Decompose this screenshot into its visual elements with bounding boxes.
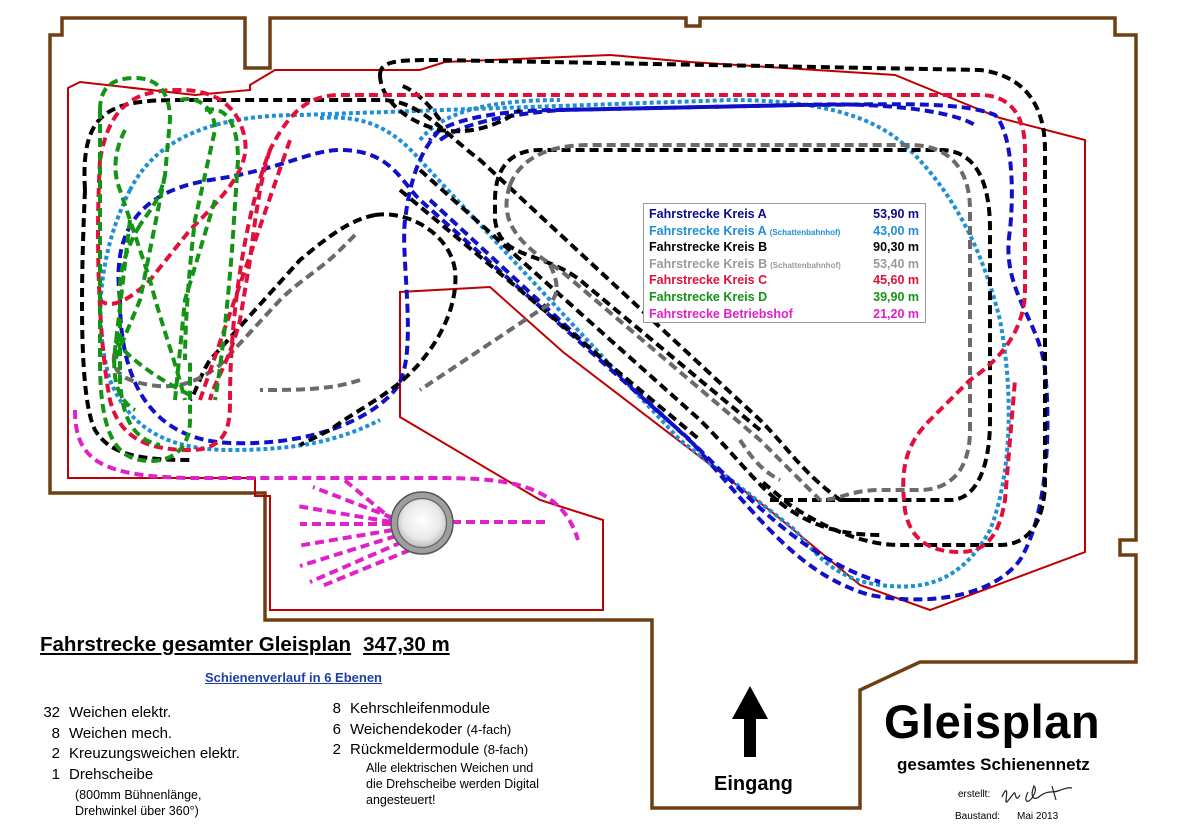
room-wall: [48, 16, 1138, 810]
page-title: Gleisplan: [884, 695, 1101, 748]
baseboard-outline: [67, 53, 1086, 612]
track-length-legend: Fahrstrecke Kreis A 53,90 m Fahrstrecke …: [643, 203, 926, 323]
legend-label: Fahrstrecke Betriebshof: [649, 306, 793, 321]
created-label: erstellt:: [958, 789, 991, 800]
turntable: [390, 491, 454, 555]
legend-label: Fahrstrecke Kreis C: [649, 273, 768, 288]
legend-value: 45,60 m: [873, 273, 919, 288]
legend-label: Fahrstrecke Kreis B(Schattenbahnhof): [649, 256, 841, 271]
legend-row: Fahrstrecke Kreis A 53,90 m: [644, 206, 925, 223]
signature: [1001, 784, 1073, 803]
turntable-stall-tracks: [296, 476, 411, 588]
legend-row: Fahrstrecke Kreis A(Schattenbahnhof) 43,…: [644, 223, 925, 240]
turntable-note: (800mm Bühnenlänge, Drehwinkel über 360°…: [75, 788, 202, 818]
legend-row: Fahrstrecke Kreis C 45,60 m: [644, 272, 925, 289]
levels-note: Schienenverlauf in 6 Ebenen: [205, 670, 382, 685]
legend-label: Fahrstrecke Kreis A(Schattenbahnhof): [649, 223, 841, 238]
track-kreis-b: [80, 58, 1047, 547]
track-kreis-b-schattenbahnhof: [111, 143, 972, 502]
status-value: Mai 2013: [1017, 811, 1059, 822]
legend-label: Fahrstrecke Kreis B: [649, 240, 768, 255]
legend-value: 43,00 m: [873, 223, 919, 238]
digital-control-note: Alle elektrischen Weichen und die Drehsc…: [366, 761, 540, 807]
track-kreis-d: [98, 76, 240, 463]
legend-row: Fahrstrecke Kreis B(Schattenbahnhof) 53,…: [644, 256, 925, 273]
entrance-arrow-icon: [732, 686, 768, 757]
legend-value: 53,40 m: [873, 256, 919, 271]
status-label: Baustand:: [955, 811, 1001, 822]
page-subtitle: gesamtes Schienennetz: [897, 755, 1090, 774]
track-kreis-a: [116, 102, 1050, 602]
legend-row: Fahrstrecke Kreis B 90,30 m: [644, 239, 925, 256]
legend-label: Fahrstrecke Kreis A: [649, 207, 767, 221]
entrance-label: Eingang: [714, 773, 793, 795]
legend-row: Fahrstrecke Kreis D 39,90 m: [644, 289, 925, 306]
legend-row: Fahrstrecke Betriebshof 21,20 m: [644, 306, 925, 323]
legend-value: 53,90 m: [873, 207, 919, 221]
total-length-label: Fahrstrecke gesamter Gleisplan: [40, 633, 352, 656]
total-length-value: 347,30 m: [363, 633, 450, 656]
track-kreis-a-schattenbahnhof: [98, 98, 1011, 589]
total-length-heading: Fahrstrecke gesamter Gleisplan 347,30 m: [40, 633, 450, 657]
legend-value: 21,20 m: [873, 306, 919, 321]
legend-value: 90,30 m: [873, 240, 919, 255]
legend-value: 39,90 m: [873, 289, 919, 304]
legend-label: Fahrstrecke Kreis D: [649, 289, 768, 304]
